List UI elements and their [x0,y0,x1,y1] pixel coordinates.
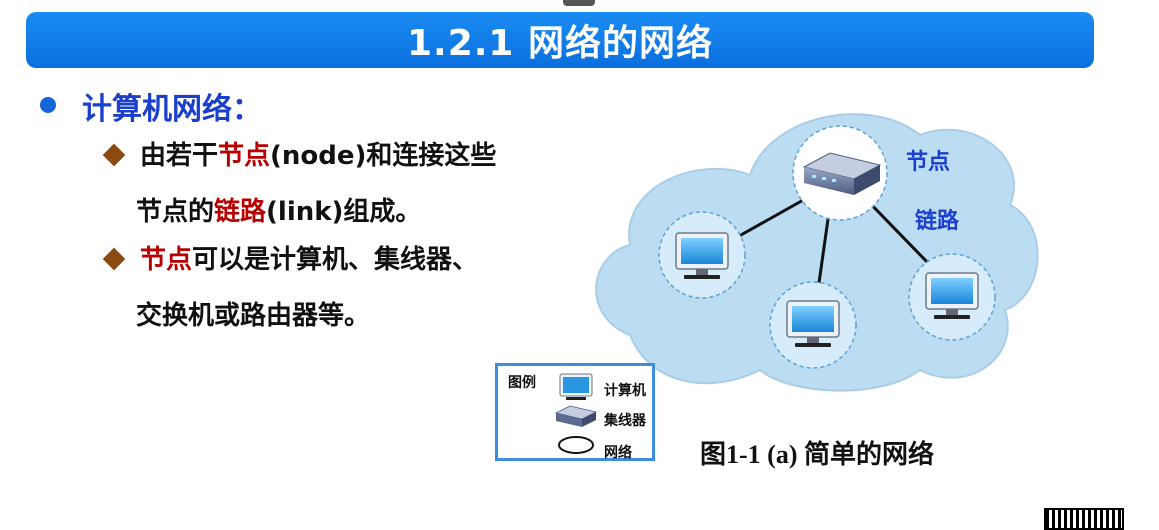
bullet-item-1: 由若干节点(node)和连接这些 节点的链路(link)组成。 [100,128,496,240]
legend-label-hub: 集线器 [604,413,646,429]
title-bar: 1.2.1 网络的网络 [26,12,1094,68]
figure-caption: 图1-1 (a) 简单的网络 [700,440,934,469]
bullet-text: (node)和连接这些 [270,141,497,171]
network-diagram: 节点 链路 [595,113,1039,392]
hub-icon [554,405,598,427]
legend-title: 图例 [508,375,536,391]
diamond-bullet-icon [102,247,126,270]
top-tab [563,0,595,6]
bullet-text: 交换机或路由器等。 [136,301,371,331]
bullet-text: 由若干 [140,141,219,171]
network-cloud-icon [558,436,594,454]
slide-title: 1.2.1 网络的网络 [406,23,714,64]
legend-box: 图例 计算机 集线器 网络 [495,363,655,461]
node-label: 节点 [906,149,950,175]
link-label: 链路 [915,208,960,234]
legend-label-computer: 计算机 [604,383,646,399]
qr-code-icon [1044,508,1124,530]
bullet-text: 节点的 [136,197,215,227]
highlight-text: 链路 [214,197,267,227]
bullet-text: 可以是计算机、集线器、 [192,245,479,275]
diamond-bullet-icon [102,143,126,166]
bullet-dot [40,97,56,113]
bullet-item-2: 节点可以是计算机、集线器、 交换机或路由器等。 [100,232,478,344]
legend-label-network: 网络 [604,445,632,461]
bullet-text: (link)组成。 [266,197,422,227]
highlight-text: 节点 [140,245,193,275]
section-heading: 计算机网络： [82,92,262,127]
highlight-text: 节点 [218,141,271,171]
computer-icon [559,373,593,400]
